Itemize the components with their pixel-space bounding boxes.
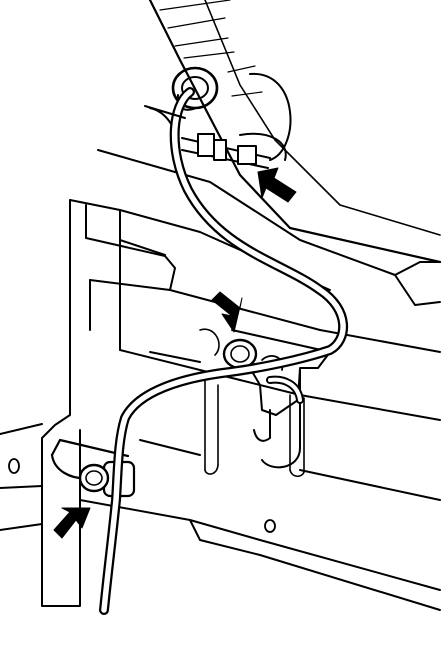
arrow-icon	[211, 291, 243, 333]
clamp-bolt	[78, 463, 110, 493]
arrow-icon	[53, 507, 91, 539]
arrow-icon	[257, 167, 297, 203]
frame-rail	[0, 199, 441, 611]
brake-hose	[99, 87, 348, 615]
hose-connector	[149, 107, 271, 169]
